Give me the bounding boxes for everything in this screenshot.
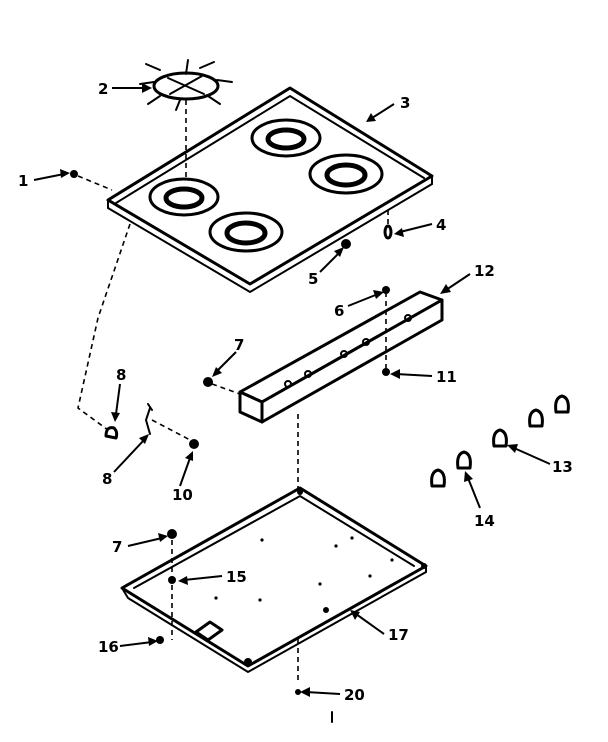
knob-1 [430, 468, 446, 488]
leaders [33, 83, 551, 697]
callout-3: 3 [400, 94, 410, 112]
screw-7-upper [203, 377, 213, 387]
spring-9 [144, 403, 153, 435]
callout-16: 16 [98, 638, 119, 656]
callout-6: 6 [334, 302, 344, 320]
callout-15: 15 [226, 568, 247, 586]
screw-6 [382, 286, 390, 294]
burner-front-left [148, 177, 220, 217]
burner-grate [139, 59, 233, 111]
knob-4 [528, 408, 544, 428]
callout-5: 5 [308, 270, 318, 288]
burner-front-right [208, 211, 284, 253]
screw-7-lower [167, 529, 177, 539]
screw-15 [168, 576, 176, 584]
manifold-bracket [238, 290, 444, 424]
callout-20: 20 [344, 686, 365, 704]
screw-1-line [77, 175, 113, 191]
screw-20 [295, 689, 301, 695]
screw-11 [382, 368, 390, 376]
knob-3 [492, 428, 508, 448]
spring-line [151, 419, 195, 443]
callout-12: 12 [474, 262, 495, 280]
callout-14: 14 [474, 512, 495, 530]
burner-back-right [308, 153, 384, 195]
screw-16 [156, 636, 164, 644]
knob-2 [456, 450, 472, 470]
burner-box [120, 486, 428, 674]
hinge-8 [104, 426, 119, 440]
burner-back-left [250, 118, 322, 158]
callout-4: 4 [436, 216, 446, 234]
callout-11: 11 [436, 368, 457, 386]
callout-labels: 1 2 3 4 5 6 7 8 8 10 11 12 13 14 15 16 1… [18, 80, 573, 704]
screw-7-upper-line [211, 383, 241, 395]
hinge-alignment-line [77, 223, 131, 431]
screw-1 [70, 170, 78, 178]
knob-5 [554, 394, 570, 414]
screw-4 [383, 224, 393, 240]
callout-2: 2 [98, 80, 108, 98]
knob-group [430, 394, 570, 488]
callout-7-lower: 7 [112, 538, 122, 556]
callout-13: 13 [552, 458, 573, 476]
callout-7-upper: 7 [234, 336, 244, 354]
screw-10 [189, 439, 199, 449]
cooktop [106, 86, 434, 294]
clip-5 [341, 239, 351, 249]
callout-17: 17 [388, 626, 409, 644]
callout-8-lower: 8 [102, 470, 112, 488]
callout-8-upper: 8 [116, 366, 126, 384]
callout-1: 1 [18, 172, 28, 190]
callout-10: 10 [172, 486, 193, 504]
